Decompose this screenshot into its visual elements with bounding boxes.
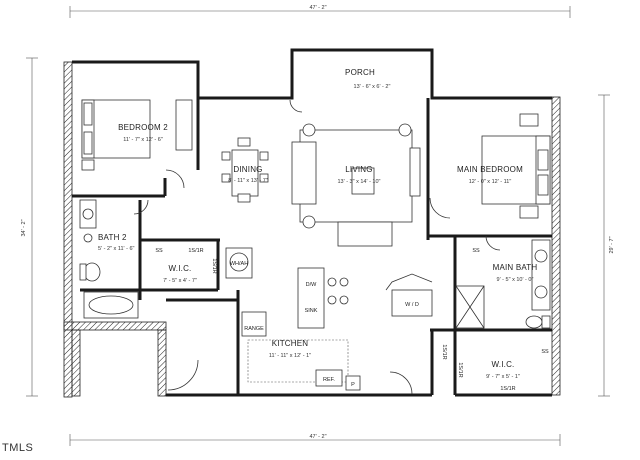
room-size-porch: 13' - 6" x 6' - 2" [354,84,391,90]
fixture-range: RANGE [244,326,264,332]
door-swings [133,99,501,395]
bath2-fixtures [79,199,139,319]
room-name-porch: PORCH [345,68,375,77]
fixture-ss-wic1: SS [155,248,163,254]
dimension-bottom: 47' - 2" [309,434,326,440]
fixture-pantry: P [351,382,355,388]
dimension-left: 34' - 2" [21,219,27,236]
fixture-wd: W / D [405,302,419,308]
fixture-1s1r-vertical-wic1: 1S/1R [211,258,217,273]
fixture-1s1r-vertical-hall: 1S/1R [441,344,447,359]
wd-closet [385,273,433,317]
fixture-dw: D/W [306,282,318,288]
bedroom2-furniture [81,99,193,171]
room-name-living: LIVING [345,165,372,174]
fixture-1s1r-vertical-wic2: 1S/1R [457,362,463,377]
room-size-main-bath: 9' - 5" x 10' - 0" [497,277,534,283]
fixture-ss-main-bath: SS [472,248,480,254]
room-name-kitchen: KITCHEN [272,339,309,348]
room-name-wic-1: W.I.C. [169,264,192,273]
room-size-bedroom-2: 11' - 7" x 12' - 6" [123,137,163,143]
interior-walls [72,48,552,397]
room-name-wic-2: W.I.C. [492,360,515,369]
fixture-wh-ah: WH/AH [230,261,248,267]
dimension-right: 29' - 7" [609,236,615,253]
room-name-main-bedroom: MAIN BEDROOM [457,165,523,174]
fixture-ref: REF. [323,377,335,383]
wh-ah-closet [225,247,253,279]
dimension-top: 47' - 2" [309,5,326,11]
room-name-dining: DINING [233,165,262,174]
main-bath-fixtures [455,239,551,329]
kitchen-fixtures [241,267,361,391]
dining-set [221,137,269,203]
room-size-wic-2: 9' - 7" x 5' - 1" [486,374,520,380]
room-size-main-bedroom: 12' - 0" x 12' - 11" [469,179,512,185]
living-set [291,123,421,247]
room-size-living: 13' - 3" x 14' - 10" [338,179,381,185]
room-size-bath-2: 5' - 2" x 11' - 6" [98,246,135,252]
room-size-dining: 8' - 11" x 13' - 7" [228,178,268,184]
watermark: TMLS [2,442,34,454]
room-size-kitchen: 11' - 11" x 12' - 1" [269,353,311,359]
exterior-walls [63,61,561,398]
room-name-bath-2: BATH 2 [98,233,127,242]
room-size-wic-1: 7' - 5" x 4' - 7" [163,278,197,284]
fixture-1s1r-wic1: 1S/1R [188,248,203,254]
dimension-lines [26,6,610,446]
room-name-main-bath: MAIN BATH [493,263,538,272]
fixture-sink: SINK [305,308,318,314]
fixture-ss-wic2: SS [541,349,549,355]
room-name-bedroom-2: BEDROOM 2 [118,123,168,132]
fixture-1s1r-bottom-wic2: 1S/1R [500,386,515,392]
main-bedroom-furniture [481,113,551,219]
